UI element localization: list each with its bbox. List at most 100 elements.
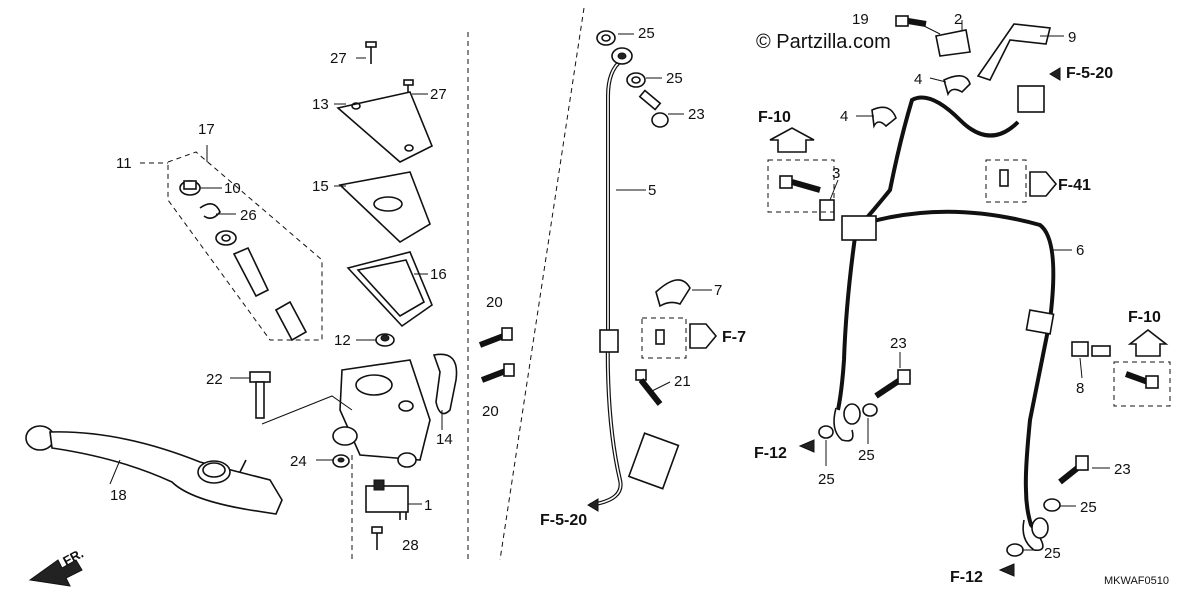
three-way-joint[interactable] — [841, 215, 877, 241]
screw-28[interactable] — [371, 526, 383, 550]
callout-19: 19 — [852, 11, 869, 28]
ref-arrow-f12-left — [798, 439, 815, 453]
banjo-fitting-right[interactable] — [1022, 517, 1049, 552]
nut-24[interactable] — [332, 454, 350, 468]
cap-hole — [351, 102, 361, 110]
ref-bolt-f10-left — [779, 175, 821, 193]
master-cylinder-group — [25, 7, 585, 587]
hose-joint-block[interactable] — [1017, 85, 1045, 113]
callout-23-low: 23 — [1114, 461, 1131, 478]
diagram-code: MKWAF0510 — [1104, 575, 1169, 587]
clip-7[interactable] — [655, 279, 691, 308]
banjo-bolt-23-low[interactable] — [1058, 455, 1089, 485]
clamp-4-lower[interactable] — [871, 106, 897, 129]
ref-f10-left: F-10 — [758, 109, 791, 126]
switch-1[interactable] — [365, 479, 409, 520]
circlip-26[interactable] — [199, 203, 221, 220]
hose-joint[interactable] — [627, 432, 680, 490]
banjo-fitting-left[interactable] — [833, 403, 861, 442]
callout-16: 16 — [430, 266, 447, 283]
ref-arrow-f520-bottom — [587, 498, 599, 512]
callout-25-left: 25 — [818, 471, 835, 488]
brake-hose-5[interactable] — [589, 58, 624, 507]
callout-23-mid: 23 — [890, 335, 907, 352]
diaphragm-inner — [356, 259, 426, 318]
callout-4-upper: 4 — [914, 71, 922, 88]
brake-hose-upper[interactable] — [854, 95, 1020, 232]
washer-25-left2[interactable] — [862, 403, 878, 417]
boot-10[interactable] — [179, 180, 201, 196]
reservoir-cap-13[interactable] — [336, 91, 434, 163]
callout-25-right2: 25 — [1044, 545, 1061, 562]
brake-hose-left[interactable] — [836, 229, 858, 411]
pivot-bolt-22[interactable] — [249, 371, 271, 419]
washer-25-right[interactable] — [1043, 498, 1061, 512]
callout-6: 6 — [1076, 242, 1084, 259]
washer[interactable] — [215, 230, 237, 246]
callout-1: 1 — [424, 497, 432, 514]
callout-25-mid: 25 — [666, 70, 683, 87]
ref-arrow-f10-right — [1127, 328, 1169, 357]
screw-27-top[interactable] — [365, 41, 377, 64]
ref-bolt-f7 — [655, 329, 665, 345]
ref-arrow-f7 — [689, 323, 718, 349]
callout-3: 3 — [832, 165, 840, 182]
piston-kit-outline — [167, 151, 323, 341]
callout-4-lower: 4 — [840, 108, 848, 125]
callout-14: 14 — [436, 431, 453, 448]
callout-10: 10 — [224, 180, 241, 197]
callout-2: 2 — [954, 11, 962, 28]
brake-hose-6[interactable] — [869, 209, 1056, 529]
clamp-14[interactable] — [432, 353, 458, 415]
plate-ring — [373, 196, 403, 212]
plate-15[interactable] — [338, 171, 431, 243]
callout-17: 17 — [198, 121, 215, 138]
bolt-21[interactable] — [635, 369, 663, 406]
callout-7: 7 — [714, 282, 722, 299]
clip-8[interactable] — [1071, 341, 1111, 357]
ref-f12-right: F-12 — [950, 569, 983, 586]
hose-highlight — [589, 59, 623, 506]
callout-18: 18 — [110, 487, 127, 504]
callout-13: 13 — [312, 96, 329, 113]
ref-f7: F-7 — [722, 329, 746, 346]
ref-arrow-f41 — [1029, 171, 1058, 197]
banjo-bolt-23-top[interactable] — [638, 89, 669, 128]
clamp-4-upper[interactable] — [943, 75, 971, 97]
section-divider-2 — [499, 7, 585, 561]
callout-20-lower: 20 — [482, 403, 499, 420]
piston[interactable] — [232, 246, 308, 342]
ref-f520-bottom: F-5-20 — [540, 512, 587, 529]
washer-25-top[interactable] — [596, 30, 616, 46]
ref-f12-left: F-12 — [754, 445, 787, 462]
upper-hose-group — [478, 30, 718, 507]
ref-f10-right: F-10 — [1128, 309, 1161, 326]
clip-12[interactable] — [375, 333, 395, 347]
washer-25-mid[interactable] — [626, 72, 646, 88]
front-direction-arrow — [28, 559, 83, 587]
ref-bolt-f10-right — [1124, 371, 1159, 389]
callout-5: 5 — [648, 182, 656, 199]
cover-2[interactable] — [935, 29, 971, 57]
washer-25-left[interactable] — [818, 425, 834, 439]
washer-25-right2[interactable] — [1006, 543, 1024, 557]
banjo-fitting-top[interactable] — [611, 47, 633, 65]
callout-8: 8 — [1076, 380, 1084, 397]
bolt-20-upper[interactable] — [478, 327, 513, 348]
callout-21: 21 — [674, 373, 691, 390]
callout-27-top: 27 — [330, 50, 347, 67]
watermark-text: © Partzilla.com — [756, 31, 891, 53]
bolt-20-lower[interactable] — [480, 363, 515, 383]
banjo-bolt-23-mid[interactable] — [874, 369, 911, 399]
cap-hole — [404, 144, 414, 152]
ref-box-f10-right — [1113, 361, 1171, 407]
brake-lever-18[interactable] — [25, 425, 283, 515]
master-cylinder-body[interactable] — [332, 359, 431, 468]
hose-grommet-6 — [1025, 309, 1055, 335]
callout-12: 12 — [334, 332, 351, 349]
bracket-9[interactable] — [976, 23, 1051, 81]
callout-25-right: 25 — [1080, 499, 1097, 516]
clip-3[interactable] — [819, 199, 835, 221]
callout-28: 28 — [402, 537, 419, 554]
